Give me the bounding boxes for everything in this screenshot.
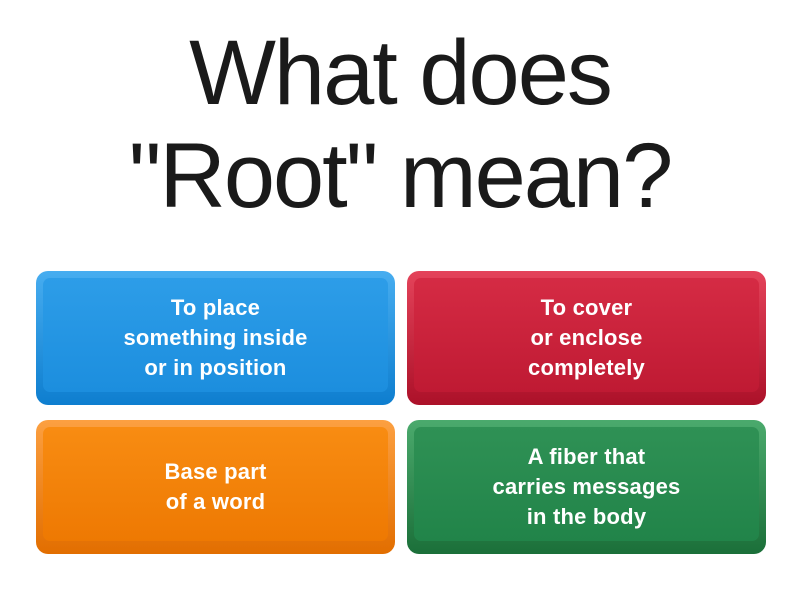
answers-grid: To place something inside or in position… [36, 271, 766, 554]
answer-button-green[interactable]: A fiber that carries messages in the bod… [407, 420, 766, 554]
answer-label: To cover or enclose completely [528, 295, 645, 380]
question-title: What does "Root" mean? [128, 22, 674, 228]
answer-button-blue[interactable]: To place something inside or in position [36, 271, 395, 405]
answer-label: A fiber that carries messages in the bod… [492, 444, 681, 529]
answer-label: Base part of a word [164, 459, 267, 514]
answer-button-red[interactable]: To cover or enclose completely [407, 271, 766, 405]
answer-label: To place something inside or in position [123, 295, 308, 380]
answer-button-orange[interactable]: Base part of a word [36, 420, 395, 554]
